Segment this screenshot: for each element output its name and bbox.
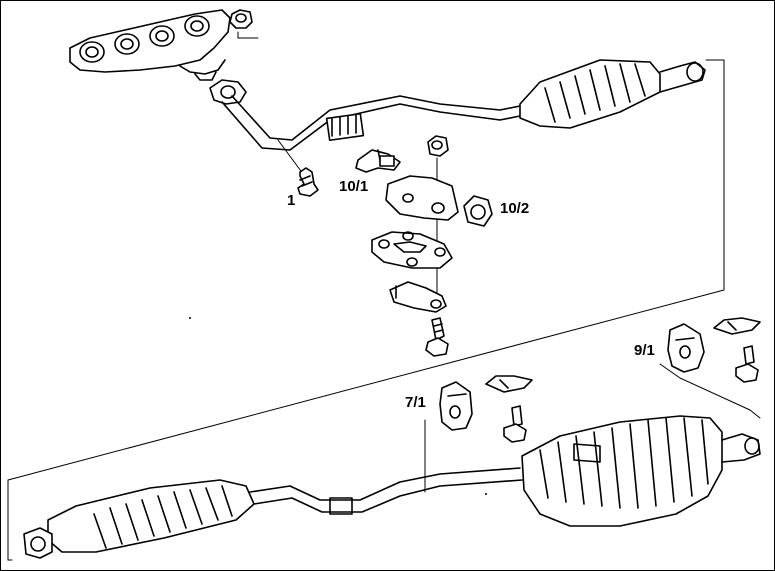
lower-bolt [425, 317, 449, 357]
front-muffler [23, 479, 255, 559]
hanger-7-1 [439, 381, 473, 431]
bracket-plate [385, 175, 459, 221]
center-pipe [249, 467, 523, 515]
exhaust-manifold [69, 9, 231, 81]
bolt-7-1 [503, 405, 527, 443]
manifold-nut [229, 9, 253, 29]
bracket-7-1 [485, 375, 533, 393]
bracket-9-1 [713, 317, 761, 335]
label-part-10-2: 10/2 [500, 200, 530, 217]
label-part-9-1: 9/1 [634, 342, 655, 359]
scatter-dots [189, 317, 487, 495]
label-part-10-1: 10/1 [339, 178, 369, 195]
gasket [209, 79, 247, 105]
front-pipe [221, 95, 521, 151]
label-part-1: 1 [287, 192, 296, 209]
nut-top [427, 135, 449, 157]
bolt-9-1 [735, 345, 759, 383]
mount-plate [371, 231, 453, 269]
catalytic-converter-front [519, 59, 706, 129]
bracket-10-1 [355, 149, 401, 173]
label-part-7-1: 7/1 [405, 394, 426, 411]
rear-muffler [521, 415, 761, 527]
bolt-1 [277, 139, 319, 197]
leader-line [237, 31, 259, 39]
hanger-9-1 [667, 323, 705, 373]
lower-clamp [389, 281, 447, 313]
rubber-mount-10-2 [463, 195, 493, 227]
assembly-frame-lines [7, 59, 761, 561]
